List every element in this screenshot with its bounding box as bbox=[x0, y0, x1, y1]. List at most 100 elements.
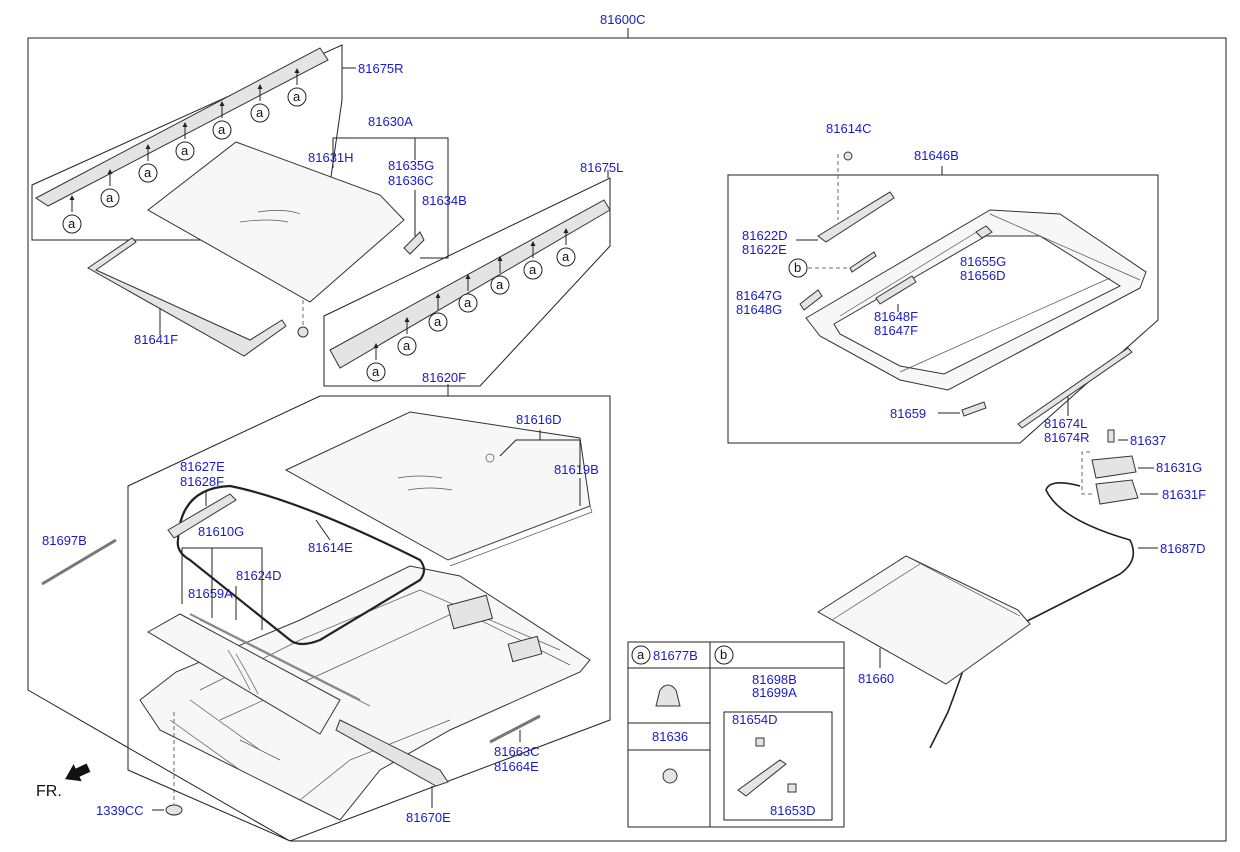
label-81614E[interactable]: 81614E bbox=[308, 540, 353, 555]
stopper-part bbox=[961, 401, 987, 417]
callout-a-letter: a bbox=[496, 277, 504, 292]
label-81647F[interactable]: 81647F bbox=[874, 323, 918, 338]
label-81636C[interactable]: 81636C bbox=[388, 173, 434, 188]
clip-part bbox=[297, 326, 309, 338]
front-arrow-icon bbox=[65, 763, 91, 782]
svg-text:b: b bbox=[794, 260, 801, 275]
label-81635G[interactable]: 81635G bbox=[388, 158, 434, 173]
clip-a-row-left: a a a a a a a bbox=[366, 228, 576, 382]
label-81631F[interactable]: 81631F bbox=[1162, 487, 1206, 502]
label-81663C[interactable]: 81663C bbox=[494, 744, 540, 759]
roof-body bbox=[139, 565, 591, 821]
label-81619B[interactable]: 81619B bbox=[554, 462, 599, 477]
label-81627E[interactable]: 81627E bbox=[180, 459, 225, 474]
label-81664E[interactable]: 81664E bbox=[494, 759, 539, 774]
label-81628F[interactable]: 81628F bbox=[180, 474, 224, 489]
label-81648G[interactable]: 81648G bbox=[736, 302, 782, 317]
bracket-b-part bbox=[737, 759, 787, 797]
seal-81641F-part bbox=[87, 237, 287, 357]
callout-a-circle bbox=[62, 214, 82, 234]
roller-blind-part bbox=[817, 555, 1031, 685]
label-81656D[interactable]: 81656D bbox=[960, 268, 1006, 283]
label-81660[interactable]: 81660 bbox=[858, 671, 894, 686]
label-81624D[interactable]: 81624D bbox=[236, 568, 282, 583]
callout-a-circle bbox=[458, 293, 478, 313]
grommet-part bbox=[662, 768, 678, 784]
bracket-d-part bbox=[817, 191, 895, 243]
garnish-part bbox=[167, 493, 237, 539]
svg-text:a: a bbox=[637, 647, 645, 662]
label-81648F[interactable]: 81648F bbox=[874, 309, 918, 324]
label-81674R[interactable]: 81674R bbox=[1044, 430, 1090, 445]
callout-a-circle bbox=[523, 260, 543, 280]
cover-part bbox=[875, 275, 917, 305]
label-81631G[interactable]: 81631G bbox=[1156, 460, 1202, 475]
label-81636[interactable]: 81636 bbox=[652, 729, 688, 744]
clip-c-part bbox=[843, 151, 853, 161]
label-81654D[interactable]: 81654D bbox=[732, 712, 778, 727]
label-81674L[interactable]: 81674L bbox=[1044, 416, 1087, 431]
label-81659[interactable]: 81659 bbox=[890, 406, 926, 421]
plug-part bbox=[165, 804, 183, 816]
callout-a-circle bbox=[287, 87, 307, 107]
callout-a-circle bbox=[212, 120, 232, 140]
label-81687D[interactable]: 81687D bbox=[1160, 541, 1206, 556]
label-81630A[interactable]: 81630A bbox=[368, 114, 413, 129]
label-81622E[interactable]: 81622E bbox=[742, 242, 787, 257]
callout-a-letter: a bbox=[68, 216, 76, 231]
label-81659A[interactable]: 81659A bbox=[188, 586, 233, 601]
label-81616D[interactable]: 81616D bbox=[516, 412, 562, 427]
callout-a-letter: a bbox=[464, 295, 472, 310]
label-81653D[interactable]: 81653D bbox=[770, 803, 816, 818]
label-81641F[interactable]: 81641F bbox=[134, 332, 178, 347]
callout-a-circle bbox=[366, 362, 386, 382]
callout-a-circle bbox=[428, 312, 448, 332]
label-1339CC[interactable]: 1339CC bbox=[96, 803, 144, 818]
callout-a-circle bbox=[397, 336, 417, 356]
label-81697B[interactable]: 81697B bbox=[42, 533, 87, 548]
roller-panel-part bbox=[147, 613, 341, 735]
motor-f-part bbox=[1095, 479, 1139, 505]
callout-a-letter: a bbox=[218, 122, 226, 137]
sunroof-glass bbox=[147, 141, 405, 303]
bracket-part bbox=[403, 231, 425, 255]
label-81631H[interactable]: 81631H bbox=[308, 150, 354, 165]
callout-a-letter: a bbox=[562, 249, 570, 264]
svg-text:b: b bbox=[720, 647, 727, 662]
label-81614C[interactable]: 81614C bbox=[826, 121, 872, 136]
callout-a-letter: a bbox=[529, 262, 537, 277]
label-81675L[interactable]: 81675L bbox=[580, 160, 623, 175]
callout-a-letter: a bbox=[181, 143, 189, 158]
label-81699A[interactable]: 81699A bbox=[752, 685, 797, 700]
label-81622D[interactable]: 81622D bbox=[742, 228, 788, 243]
label-81655G[interactable]: 81655G bbox=[960, 254, 1006, 269]
label-81620F[interactable]: 81620F bbox=[422, 370, 466, 385]
rail-part bbox=[335, 719, 449, 787]
label-81600C[interactable]: 81600C bbox=[600, 12, 646, 27]
motor-g-part bbox=[1091, 455, 1137, 479]
label-81698B[interactable]: 81698B bbox=[752, 672, 797, 687]
legend-table: a 81677B 81636 b 81698B 81699A 81654D 81… bbox=[627, 641, 845, 828]
label-81646B[interactable]: 81646B bbox=[914, 148, 959, 163]
callout-a-letter: a bbox=[106, 190, 114, 205]
roof-panel-box bbox=[127, 395, 611, 842]
callout-a-letter: a bbox=[403, 338, 411, 353]
callout-b-ref bbox=[788, 258, 808, 278]
label-81670E[interactable]: 81670E bbox=[406, 810, 451, 825]
deflector-r-part bbox=[35, 47, 329, 207]
callout-a-circle bbox=[490, 275, 510, 295]
deflector-l-box bbox=[323, 177, 611, 387]
label-81634B[interactable]: 81634B bbox=[422, 193, 467, 208]
label-81637[interactable]: 81637 bbox=[1130, 433, 1166, 448]
label-81610G[interactable]: 81610G bbox=[198, 524, 244, 539]
callout-a-letter: a bbox=[372, 364, 380, 379]
label-81677B[interactable]: 81677B bbox=[653, 648, 698, 663]
label-81675R[interactable]: 81675R bbox=[358, 61, 404, 76]
callout-a-letter: a bbox=[256, 105, 264, 120]
callout-a-circle bbox=[138, 163, 158, 183]
callout-a-letter: a bbox=[144, 165, 152, 180]
callout-a-letter: a bbox=[434, 314, 442, 329]
label-81647G[interactable]: 81647G bbox=[736, 288, 782, 303]
